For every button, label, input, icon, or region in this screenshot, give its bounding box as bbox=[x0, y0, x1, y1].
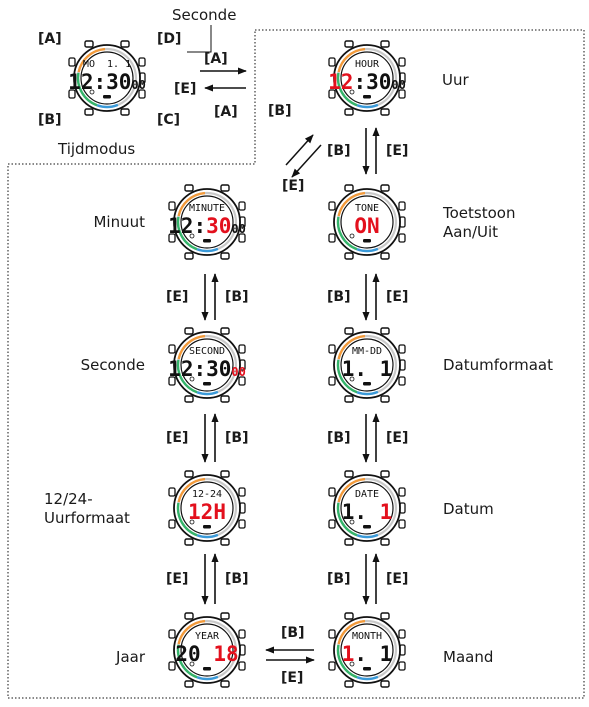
lcd-hours: 12 bbox=[328, 70, 353, 94]
lcd-time: 1. 1 bbox=[342, 357, 393, 381]
seconde-callout-label: Seconde bbox=[172, 6, 237, 24]
lcd-top-line: 12-24 bbox=[192, 489, 222, 500]
lcd-top-line: MINUTE bbox=[189, 203, 225, 214]
lcd-time: 12:30 bbox=[168, 357, 231, 381]
key-b-l3-label: [B] bbox=[225, 571, 249, 587]
lcd-main-line: 12:3000 bbox=[328, 70, 406, 94]
key-e-r2-label: [E] bbox=[386, 289, 409, 305]
key-e-r3-label: [E] bbox=[386, 430, 409, 446]
seconde-label: Seconde bbox=[80, 356, 145, 374]
key-e-l1-label: [E] bbox=[166, 289, 189, 305]
key-b-r4-label: [B] bbox=[327, 571, 351, 587]
lcd-value: ON bbox=[354, 214, 379, 238]
lcd-value: 12H bbox=[188, 500, 226, 524]
sub-mode-border bbox=[7, 29, 585, 699]
lcd-main-line: 20 18 bbox=[175, 642, 238, 666]
lcd-top-line: MONTH bbox=[352, 631, 382, 642]
key-c-label: [C] bbox=[157, 112, 181, 128]
lcd-top-line: YEAR bbox=[195, 631, 220, 642]
uur-label: Uur bbox=[442, 71, 469, 89]
lcd-main-line: 12:3000 bbox=[168, 357, 246, 381]
lcd-top-line: DATE bbox=[355, 489, 379, 500]
datumformaat-label: Datumformaat bbox=[443, 356, 553, 374]
lcd-main-line: ON bbox=[354, 214, 379, 238]
key-e-l3-label: [E] bbox=[166, 571, 189, 587]
lcd-main-line: 12:3000 bbox=[68, 70, 146, 94]
lcd-time: 12:30 bbox=[68, 70, 131, 94]
key-b-l1-label: [B] bbox=[225, 289, 249, 305]
key-e-bottom-label: [E] bbox=[281, 670, 304, 686]
seconde-callout-line bbox=[187, 25, 212, 53]
lcd-main-line: 1. 1 bbox=[342, 642, 393, 666]
lcd-top-line: SECOND bbox=[189, 346, 225, 357]
minuut-label: Minuut bbox=[93, 213, 145, 231]
key-b-r2-label: [B] bbox=[327, 289, 351, 305]
key-e-label: [E] bbox=[174, 81, 197, 97]
tijdmodus-label: Tijdmodus bbox=[58, 140, 136, 158]
lcd-day: 1 bbox=[380, 500, 393, 524]
lcd-seconds: 00 bbox=[231, 365, 245, 379]
key-a-back-label: [A] bbox=[214, 104, 238, 120]
lcd-top-line: HOUR bbox=[355, 59, 380, 70]
key-b-r1-label: [B] bbox=[327, 143, 351, 159]
key-b-diag-label: [B] bbox=[268, 103, 292, 119]
lcd-main-line: 1. 1 bbox=[342, 357, 393, 381]
lcd-main-line: 1. 1 bbox=[342, 500, 393, 524]
lcd-top-line: MO 1. 1 bbox=[83, 59, 131, 70]
uurformaat-line2-label: Uurformaat bbox=[44, 509, 130, 527]
maand-label: Maand bbox=[443, 648, 494, 666]
lcd-seconds: 00 bbox=[131, 78, 145, 92]
lcd-month: 1 bbox=[342, 642, 355, 666]
lcd-hours: 12: bbox=[168, 214, 206, 238]
lcd-seconds: 00 bbox=[391, 78, 405, 92]
key-b-l2-label: [B] bbox=[225, 430, 249, 446]
lcd-minutes: :30 bbox=[353, 70, 391, 94]
key-b-bottom-label: [B] bbox=[281, 625, 305, 641]
lcd-top-line: TONE bbox=[355, 203, 379, 214]
lcd-month: 1. bbox=[342, 500, 380, 524]
toetstoon-label: Toetstoon bbox=[443, 204, 516, 222]
lcd-seconds: 00 bbox=[231, 222, 245, 236]
uurformaat-line1-label: 12/24- bbox=[44, 490, 93, 508]
key-a-forward-label: [A] bbox=[204, 51, 228, 67]
key-e-diag-label: [E] bbox=[282, 178, 305, 194]
key-e-r4-label: [E] bbox=[386, 571, 409, 587]
lcd-main-line: 12H bbox=[188, 500, 226, 524]
datum-label: Datum bbox=[443, 500, 494, 518]
lcd-century: 20 bbox=[175, 642, 213, 666]
lcd-year: 18 bbox=[213, 642, 238, 666]
jaar-label: Jaar bbox=[116, 648, 145, 666]
arrow-diag-b bbox=[285, 134, 314, 166]
key-b-label: [B] bbox=[38, 112, 62, 128]
key-e-l2-label: [E] bbox=[166, 430, 189, 446]
key-d-label: [D] bbox=[157, 31, 182, 47]
aan-uit-label: Aan/Uit bbox=[443, 223, 499, 241]
lcd-day: . 1 bbox=[354, 642, 392, 666]
lcd-main-line: 12:3000 bbox=[168, 214, 246, 238]
lcd-top-line: MM-DD bbox=[352, 346, 382, 357]
key-b-r3-label: [B] bbox=[327, 430, 351, 446]
lcd-minutes: 30 bbox=[206, 214, 231, 238]
key-a-label: [A] bbox=[38, 31, 62, 47]
key-e-r1-label: [E] bbox=[386, 143, 409, 159]
arrow-diag-e bbox=[291, 144, 322, 178]
